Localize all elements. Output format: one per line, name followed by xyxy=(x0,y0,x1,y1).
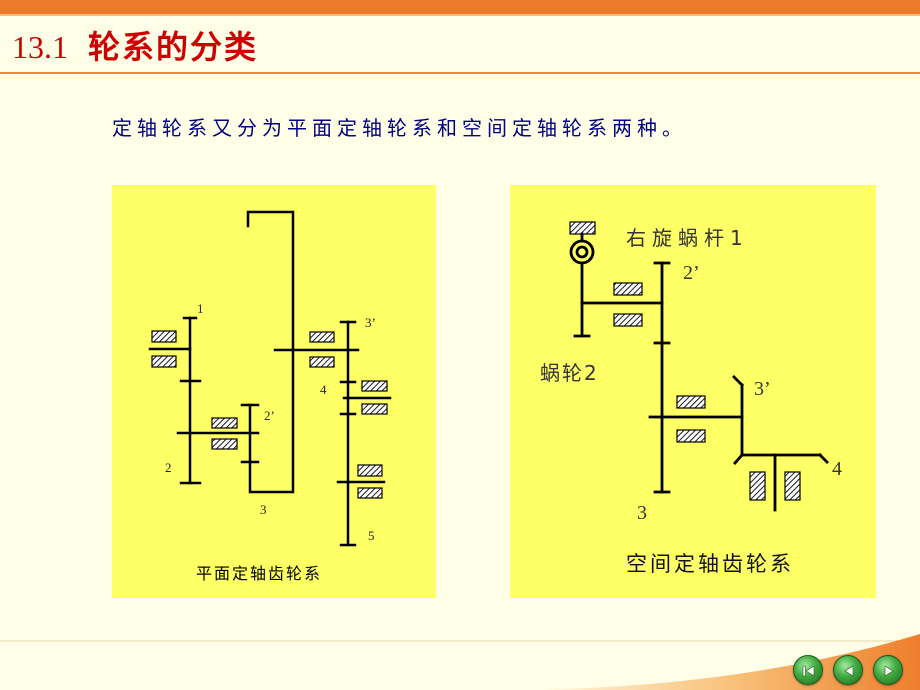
label-gear-1: 1 xyxy=(197,301,204,316)
first-slide-button[interactable] xyxy=(793,655,823,685)
label-gear-5: 5 xyxy=(368,528,375,543)
bevel-gear-3-prime-edge xyxy=(732,375,744,387)
page-title: 13.1 轮系的分类 xyxy=(12,26,258,68)
worm-inner-circle xyxy=(575,245,589,259)
spatial-gear-train-diagram: 右旋蜗杆1 2’ 蜗轮2 3’ 4 3 空间定轴齿轮系 xyxy=(540,221,842,576)
bearing-gear-4-right xyxy=(784,471,801,501)
label-gear-4: 4 xyxy=(832,458,842,480)
label-gear-3-prime: 3’ xyxy=(754,378,771,400)
bearing-gear-4-bottom xyxy=(361,403,388,415)
label-gear-3-prime: 3’ xyxy=(365,315,376,330)
label-gear-2: 2 xyxy=(165,460,172,475)
bevel-gear-4-right-edge xyxy=(818,453,829,464)
title-number: 13.1 xyxy=(12,29,68,65)
bearing-gear-5-bottom xyxy=(357,487,383,499)
previous-slide-button[interactable] xyxy=(833,655,863,685)
label-gear-2-prime: 2’ xyxy=(264,408,275,423)
spatial-gear-train-panel: 右旋蜗杆1 2’ 蜗轮2 3’ 4 3 空间定轴齿轮系 xyxy=(510,185,876,598)
label-right-hand-worm: 右旋蜗杆1 xyxy=(626,226,749,250)
bearing-gear-1-bottom xyxy=(151,355,177,368)
title-underline xyxy=(0,72,920,74)
bearing-gear-3-bottom xyxy=(676,429,706,443)
next-slide-button[interactable] xyxy=(873,655,903,685)
footer-swoosh-light xyxy=(0,640,920,642)
title-text: 轮系的分类 xyxy=(88,29,259,65)
bearing-gear-4-left xyxy=(749,471,766,501)
spatial-panel-caption: 空间定轴齿轮系 xyxy=(626,552,794,576)
bearing-gear-3-top xyxy=(676,395,706,409)
bearing-gear-3-top xyxy=(309,331,335,343)
worm-outer-circle xyxy=(569,239,595,265)
label-gear-4: 4 xyxy=(320,382,327,397)
bearing-gear-2-top xyxy=(211,417,238,429)
subtitle: 定轴轮系又分为平面定轴轮系和空间定轴轮系两种。 xyxy=(112,116,687,140)
bearing-gear-3-bottom xyxy=(309,356,335,368)
bearing-gear-2-bottom xyxy=(211,438,238,450)
planar-panel-caption: 平面定轴齿轮系 xyxy=(196,564,322,583)
next-slide-icon xyxy=(884,665,894,677)
first-slide-icon xyxy=(802,665,815,677)
bevel-gear-4-left-edge xyxy=(733,453,744,465)
bearing-gear-2-bottom xyxy=(613,313,643,327)
label-worm-wheel: 蜗轮2 xyxy=(540,361,599,385)
gear-3-internal xyxy=(246,210,295,494)
bearing-gear-2-top xyxy=(613,282,643,296)
label-gear-2-prime: 2’ xyxy=(683,262,700,284)
top-accent-bar xyxy=(0,0,920,16)
bearing-gear-5-top xyxy=(357,464,383,477)
footer-swoosh xyxy=(0,634,920,690)
worm-bearing xyxy=(569,221,596,235)
label-gear-3: 3 xyxy=(637,502,647,524)
footer-swoosh-band xyxy=(540,634,920,690)
planar-gear-train-diagram: 1 2 2’ 3 3’ 4 5 平面定轴齿轮系 xyxy=(148,210,392,583)
bearing-gear-4-top xyxy=(361,380,388,392)
bearing-gear-1-top xyxy=(151,330,177,343)
label-gear-3: 3 xyxy=(260,502,267,517)
planar-gear-train-panel: 1 2 2’ 3 3’ 4 5 平面定轴齿轮系 xyxy=(112,185,436,598)
previous-slide-icon xyxy=(844,665,854,677)
